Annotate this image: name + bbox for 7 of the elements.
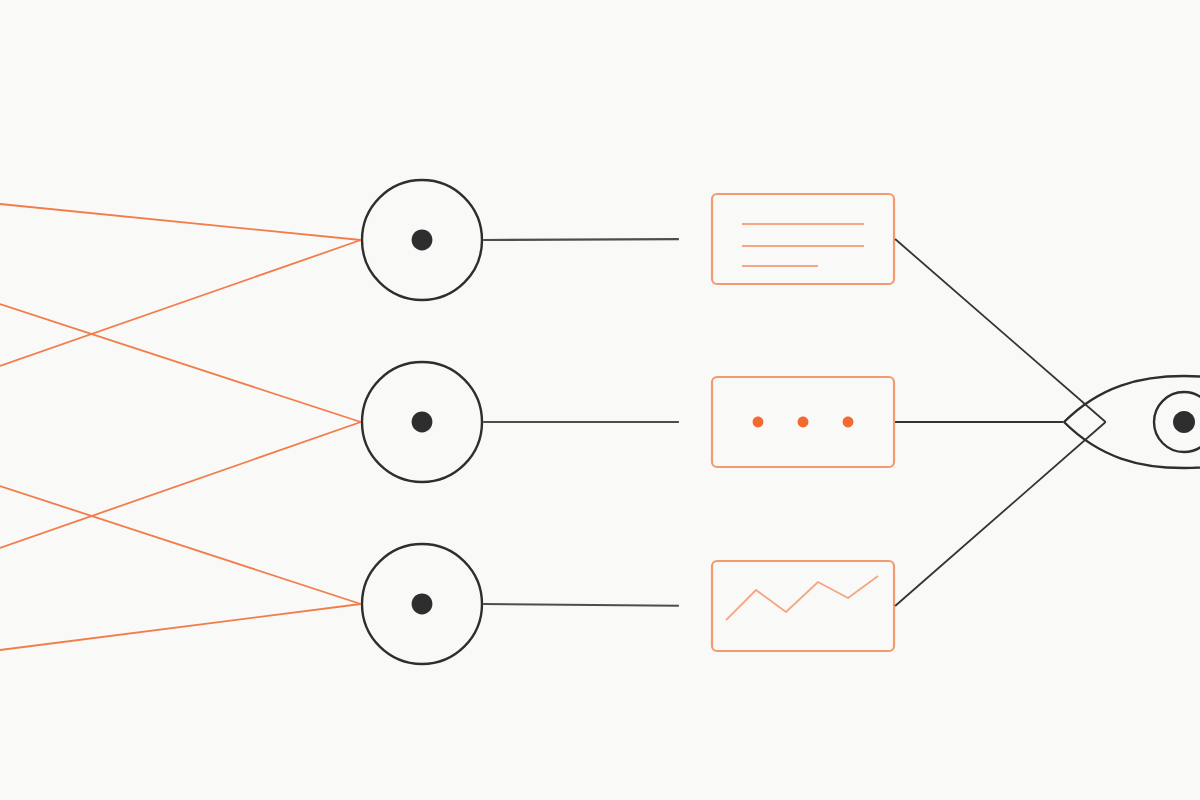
circle-node [360,178,484,302]
box-node [710,375,896,469]
eye-drawing [1063,374,1200,470]
box-node [710,559,896,653]
circle-node [360,360,484,484]
box-node [710,192,896,286]
circle-node [360,542,484,666]
